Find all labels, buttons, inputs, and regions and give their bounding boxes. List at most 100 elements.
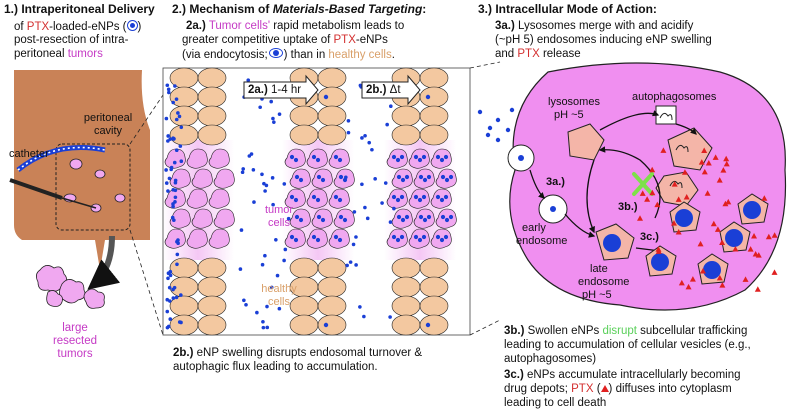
free-nanoparticle: [170, 215, 175, 220]
step-3b-label: 3b.): [618, 201, 638, 213]
block-x-icon: [632, 172, 654, 196]
free-nanoparticle: [173, 178, 178, 183]
ptx-molecule: [754, 286, 761, 292]
nanoparticle: [448, 214, 454, 220]
drug-depot: [645, 245, 677, 277]
nanoparticle: [435, 154, 441, 160]
tumor-cell: [306, 148, 328, 169]
nanoparticle: [413, 234, 419, 240]
drug-depot: [719, 221, 751, 253]
nanoparticle: [333, 234, 339, 240]
free-nanoparticle: [351, 242, 356, 247]
free-nanoparticle: [171, 287, 175, 292]
nanoparticle: [342, 217, 348, 223]
healthy-cell: [169, 67, 199, 89]
panel3-3a-line1: 3a.) Lysosomes merge with and acidify: [495, 20, 694, 32]
free-nanoparticle: [345, 263, 349, 268]
free-nanoparticle: [263, 253, 267, 258]
nanoparticle: [425, 94, 431, 100]
tumor-cell: [430, 228, 452, 249]
free-nanoparticle: [168, 299, 172, 303]
ptx-molecule: [701, 147, 708, 154]
free-nanoparticle: [373, 177, 377, 181]
swollen-enp: [743, 201, 761, 219]
enp-icon: [268, 48, 283, 58]
nanoparticle: [293, 197, 299, 203]
panel2-2a-line3: (via endocytosis;) than in healthy cells…: [182, 48, 395, 61]
nanoparticle: [337, 197, 343, 203]
tumor-cell: [328, 228, 350, 249]
free-nanoparticle: [363, 205, 367, 210]
free-nanoparticle: [271, 116, 275, 121]
free-nanoparticle: [164, 116, 169, 121]
panel3-3b-line3: autophagosomes): [504, 353, 597, 365]
tumor-cell: [328, 148, 350, 169]
nanoparticle: [422, 217, 428, 223]
ptx-molecule: [705, 160, 712, 166]
free-nanoparticle: [244, 302, 248, 307]
free-nanoparticle: [174, 148, 179, 153]
tumor-cell: [386, 148, 408, 169]
nanoparticle: [417, 237, 423, 243]
free-nanoparticle: [274, 237, 278, 242]
tumor-cell: [186, 228, 208, 249]
free-nanoparticle: [354, 263, 358, 267]
healthy-cell: [197, 105, 227, 127]
free-nanoparticle: [168, 269, 173, 274]
free-nanoparticle: [172, 160, 177, 165]
free-nanoparticle: [167, 285, 172, 290]
free-nanoparticle: [344, 175, 348, 180]
panel3-3b-line2: leading to accumulation of cellular vesi…: [504, 339, 751, 351]
nanoparticle: [417, 197, 423, 203]
tumor-cell: [391, 208, 413, 229]
free-nanoparticle: [247, 154, 252, 158]
healthy-cell: [197, 67, 227, 89]
free-nanoparticle: [173, 84, 177, 88]
healthy-cell: [391, 314, 421, 336]
healthy-cell: [169, 276, 199, 298]
free-nanoparticle: [165, 325, 170, 330]
free-nanoparticle: [179, 159, 184, 164]
healthy-cell: [317, 314, 347, 336]
tumor-cell: [164, 188, 186, 209]
free-nanoparticle: [261, 325, 266, 330]
ptx-molecule: [637, 215, 644, 221]
free-nanoparticle: [165, 83, 170, 88]
nanoparticle: [311, 154, 317, 160]
time-step-2b-label: 2b.) Δt: [366, 84, 401, 96]
nanoparticle: [298, 177, 304, 183]
tumor-cell: [164, 148, 186, 169]
tumor-cell: [408, 228, 430, 249]
ptx-molecule: [701, 168, 708, 175]
free-nanoparticle: [174, 97, 179, 101]
nanoparticle: [289, 194, 295, 200]
ptx-molecule: [714, 226, 721, 232]
tumor-cell: [435, 208, 457, 229]
nanoparticle: [439, 237, 445, 243]
ptx-molecule: [710, 220, 717, 227]
free-nanoparticle: [258, 105, 262, 110]
healthy-cell: [419, 276, 449, 298]
ptx-molecule: [752, 251, 759, 257]
nanoparticle: [342, 177, 348, 183]
nanoparticle: [333, 194, 339, 200]
healthy-cell: [419, 295, 449, 317]
panel3-3a-line3: and PTX release: [495, 48, 581, 60]
free-nanoparticle: [178, 144, 183, 148]
ptx-molecule: [771, 269, 778, 275]
nanoparticle: [338, 214, 344, 220]
panel2-frame: [162, 67, 471, 336]
ptx-molecule: [723, 160, 730, 167]
nanoparticle: [443, 154, 449, 160]
ptx-molecule: [655, 248, 662, 254]
tumor-cell: [386, 228, 408, 249]
free-nanoparticle: [360, 136, 364, 140]
ptx-molecule: [644, 196, 651, 202]
ptx-molecule: [725, 198, 732, 205]
tumor-cell: [164, 228, 186, 249]
panel2-2a-line2: greater competitive uptake of PTX-eNPs: [182, 34, 388, 46]
healthy-cell: [317, 86, 347, 108]
nanoparticle: [316, 174, 322, 180]
